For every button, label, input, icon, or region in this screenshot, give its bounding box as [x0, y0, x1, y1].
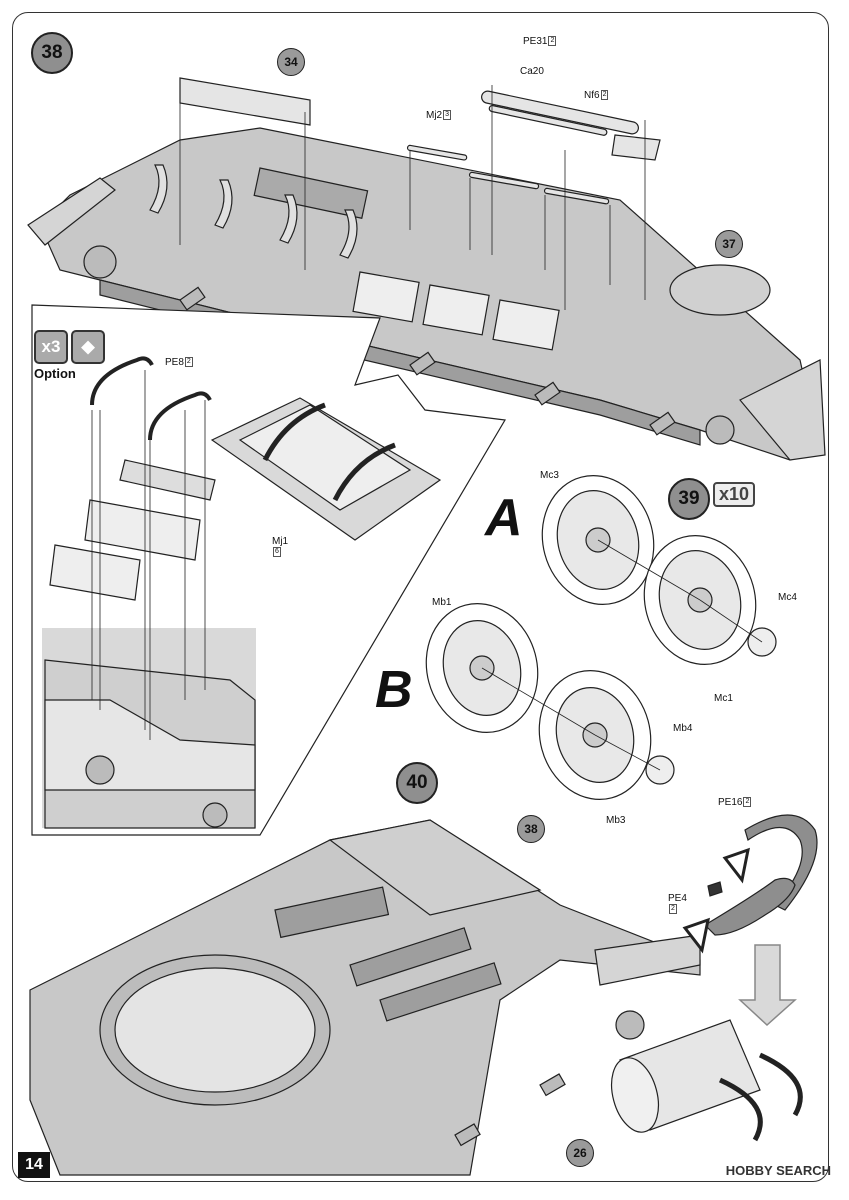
option-label: Option: [34, 366, 76, 381]
part-mb3: Mb3: [606, 815, 626, 826]
ref-26: 26: [566, 1139, 594, 1167]
option-icon: ◆: [71, 330, 105, 364]
option-count: x3: [34, 330, 68, 364]
option-box: x3 ◆ Option: [34, 330, 105, 381]
guide-lines-38: [179, 85, 646, 310]
step-38-number: 38: [31, 32, 73, 74]
multiplier-x10: x10: [713, 482, 756, 507]
wheels-step-39: [425, 475, 777, 800]
part-mc4: Mc4: [778, 592, 797, 603]
variant-a: A: [485, 489, 523, 547]
down-arrow: [738, 944, 797, 1027]
ref-38: 38: [517, 815, 545, 843]
part-mc3: Mc3: [540, 470, 559, 481]
part-ca20: Ca20: [520, 66, 544, 77]
hobby-search-watermark: HOBBY SEARCH: [725, 1163, 831, 1178]
option-inset: [31, 304, 506, 836]
step-40-number: 40: [396, 762, 438, 804]
ref-37: 37: [715, 230, 743, 258]
pe16-straps: [682, 814, 818, 954]
page-number: 14: [18, 1152, 50, 1178]
part-mc1: Mc1: [714, 693, 733, 704]
hull-step-38: [27, 127, 826, 461]
step-39-number: 39: [668, 478, 710, 520]
hull-step-40: [29, 819, 701, 1176]
ref-34: 34: [277, 48, 305, 76]
variant-b: B: [375, 661, 413, 719]
part-mb1: Mb1: [432, 597, 452, 608]
part-mb4: Mb4: [673, 723, 693, 734]
parts-step-38: [179, 77, 661, 205]
fuel-drum-26: [610, 1019, 803, 1142]
